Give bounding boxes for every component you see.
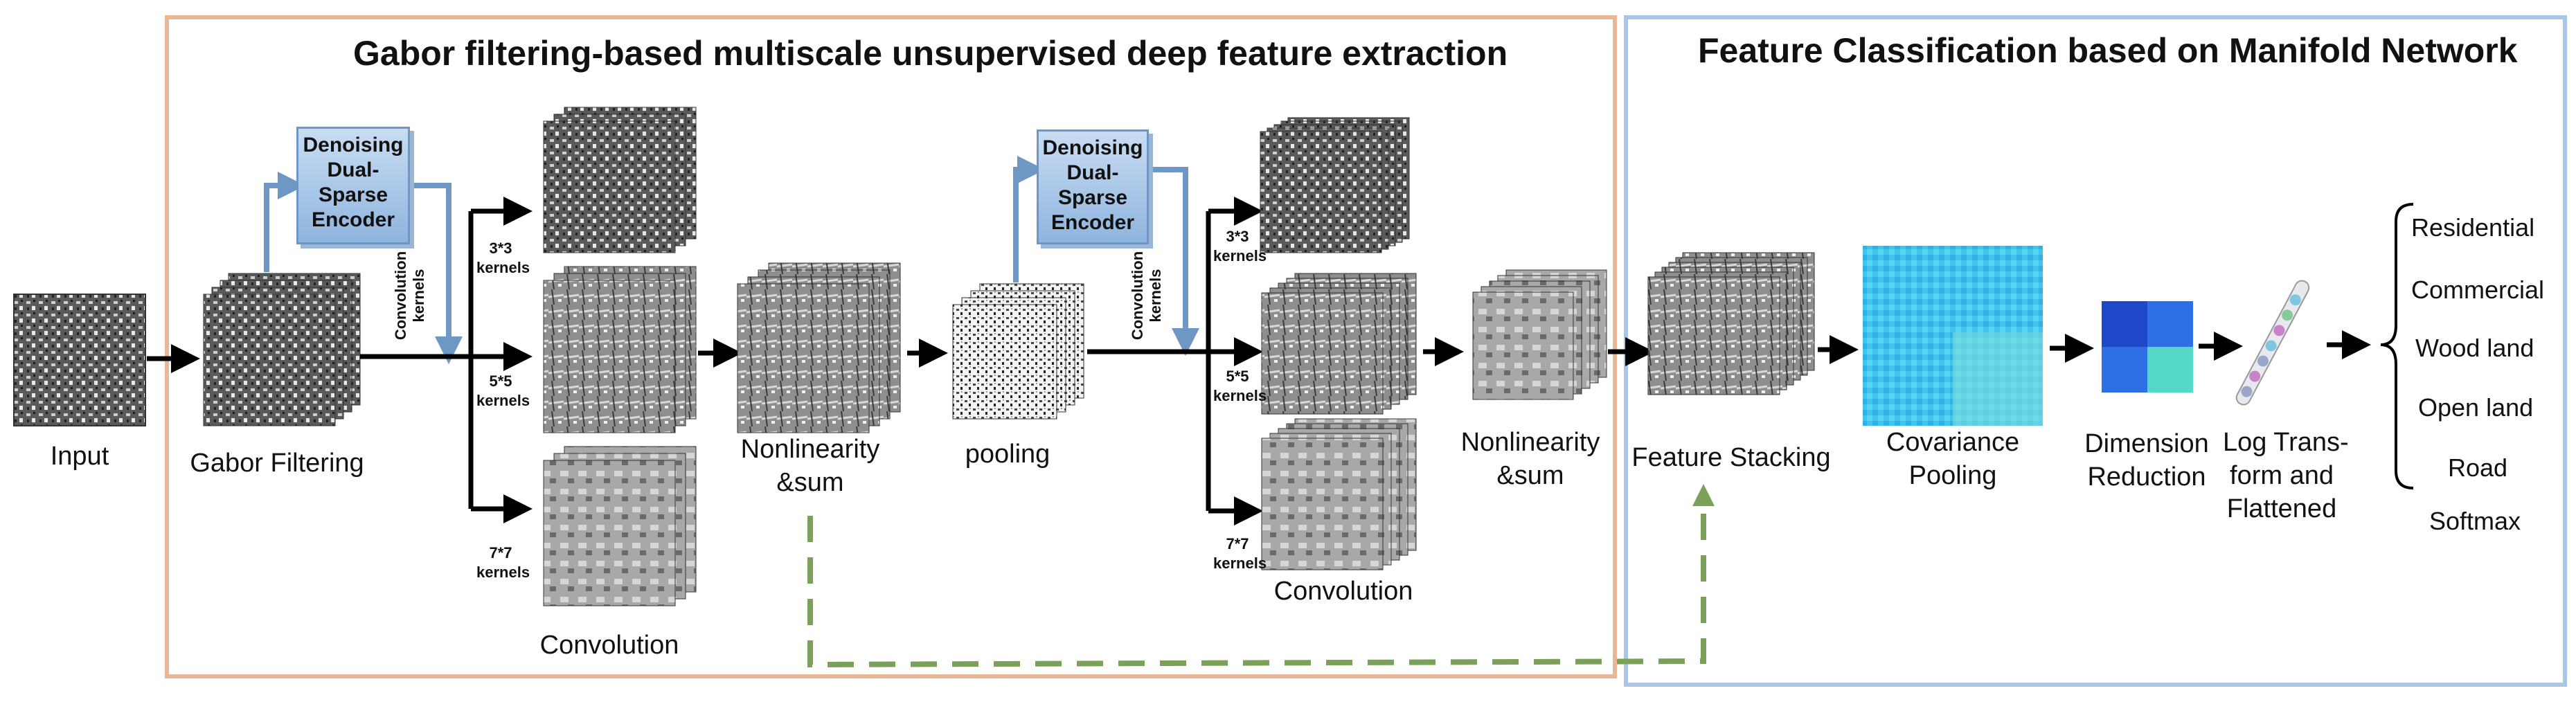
conv-kernels-label-2: Convolution kernels bbox=[1129, 251, 1164, 341]
nonlinearity-stack-1 bbox=[737, 262, 901, 433]
encoder2-line1: Denoising bbox=[1042, 136, 1143, 159]
encoder1-line1: Denoising bbox=[303, 134, 404, 156]
encoder2-line2: Dual- bbox=[1066, 161, 1119, 184]
arrow-encoder-kernels bbox=[412, 183, 463, 364]
denoising-encoder-1: Denoising Dual- Sparse Encoder bbox=[296, 127, 410, 244]
flattened-vector bbox=[2235, 280, 2310, 406]
softmax-label: Softmax bbox=[2429, 507, 2521, 535]
class-brace bbox=[2380, 203, 2414, 489]
conv2-3x3-stack bbox=[1260, 117, 1410, 253]
nonlin1-label: Nonlinearity &sum bbox=[740, 435, 880, 497]
input-label: Input bbox=[50, 442, 109, 471]
encoder1-line2: Dual- bbox=[327, 159, 379, 181]
stacking-label: Feature Stacking bbox=[1631, 443, 1831, 472]
nonlin2-label: Nonlinearity &sum bbox=[1460, 428, 1600, 490]
class-residential: Residential bbox=[2411, 213, 2535, 242]
extraction-title: Gabor filtering-based multiscale unsuper… bbox=[353, 34, 1508, 73]
denoising-encoder-2: Denoising Dual- Sparse Encoder bbox=[1037, 129, 1149, 244]
class-commercial: Commercial bbox=[2411, 276, 2545, 304]
input-image bbox=[13, 294, 146, 426]
pooling-label: pooling bbox=[965, 440, 1050, 469]
dimension-reduction-matrix bbox=[2102, 301, 2193, 393]
encoder1-line3: Sparse bbox=[318, 183, 388, 206]
class-road: Road bbox=[2448, 453, 2508, 482]
feature-stacking-stack bbox=[1647, 252, 1815, 395]
conv2-7x7-stack bbox=[1261, 418, 1417, 570]
encoder1-line4: Encoder bbox=[311, 208, 395, 231]
feature-extraction-panel bbox=[165, 15, 1617, 678]
log-transform-label: Log Trans- form and Flattened bbox=[2223, 428, 2349, 523]
encoder2-line4: Encoder bbox=[1050, 211, 1135, 234]
gabor-stack bbox=[203, 273, 361, 426]
covariance-matrix bbox=[1863, 246, 2043, 426]
conv2-5x5-stack bbox=[1261, 273, 1417, 415]
conv1-5x5-stack bbox=[543, 266, 697, 433]
encoder2-line3: Sparse bbox=[1057, 186, 1128, 209]
covariance-label: Covariance Pooling bbox=[1886, 428, 2020, 490]
gabor-label: Gabor Filtering bbox=[190, 449, 364, 478]
dimension-reduction-label: Dimension Reduction bbox=[2084, 429, 2209, 492]
arrow-encoder2-kernels bbox=[1151, 167, 1199, 356]
conv1-3x3-stack bbox=[543, 107, 697, 253]
convolution2-label: Convolution bbox=[1273, 577, 1413, 606]
pooling-stack bbox=[952, 283, 1084, 420]
classification-title: Feature Classification based on Manifold… bbox=[1698, 31, 2518, 70]
conv1-7x7-stack bbox=[543, 446, 697, 606]
conv-kernels-label-1: Convolution kernels bbox=[392, 251, 427, 341]
arrow-gabor-encoder bbox=[264, 172, 305, 272]
nonlinearity-stack-2 bbox=[1472, 269, 1607, 400]
arrow-pooling-encoder2 bbox=[1013, 156, 1045, 282]
skip-connection-arrow bbox=[807, 484, 1715, 668]
class-wood-land: Wood land bbox=[2415, 334, 2534, 362]
class-open-land: Open land bbox=[2418, 393, 2534, 422]
convolution1-label: Convolution bbox=[539, 631, 679, 660]
